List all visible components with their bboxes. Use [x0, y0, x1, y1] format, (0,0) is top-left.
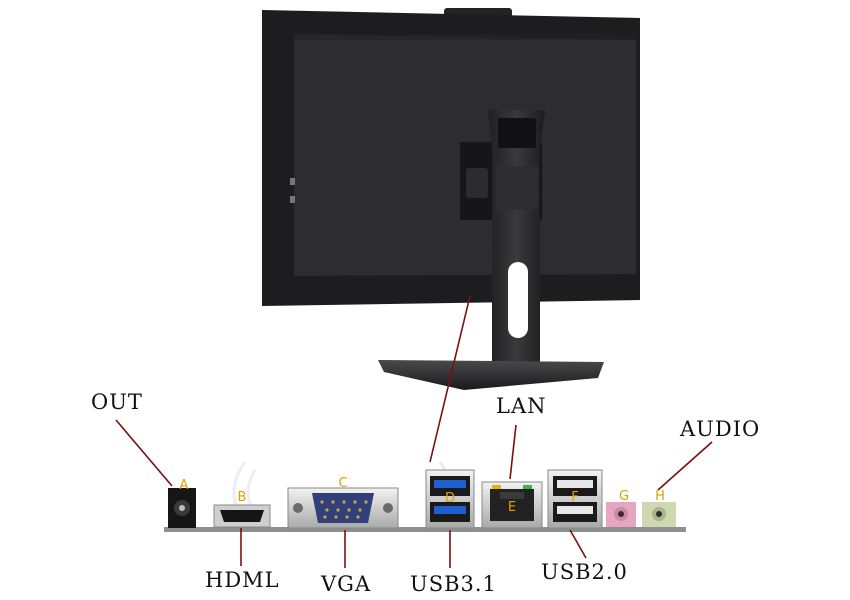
port-letter-b: B: [238, 490, 247, 505]
port-letter-h: H: [655, 489, 665, 504]
cable-slot: [508, 262, 528, 338]
leader-line-usb-to-monitor: [429, 295, 471, 463]
port-a-dc-out: [168, 488, 196, 528]
port-c-vga: [287, 487, 399, 529]
label-hdml: HDML: [205, 568, 280, 592]
port-f-usb20: [547, 469, 603, 529]
port-e-lan: [481, 481, 543, 529]
port-letter-d: D: [445, 491, 455, 506]
label-out: OUT: [91, 390, 143, 414]
label-vga: VGA: [321, 572, 372, 596]
label-usb20: USB2.0: [541, 560, 628, 584]
label-lan: LAN: [496, 394, 547, 418]
leader-line-out: [115, 419, 173, 487]
port-h-audio-out: [642, 502, 676, 527]
port-letter-g: G: [619, 489, 629, 504]
label-usb31: USB3.1: [410, 572, 497, 596]
io-plate: [164, 527, 686, 532]
port-letter-e: E: [508, 500, 516, 515]
side-button-icon: [290, 178, 295, 185]
monitor-rear-view: [262, 8, 640, 390]
port-letter-f: F: [571, 490, 578, 505]
side-button-icon: [290, 196, 295, 203]
stand-base: [378, 360, 604, 390]
port-letter-c: C: [338, 476, 347, 491]
leader-lines: [115, 295, 713, 568]
port-d-usb31: [425, 469, 475, 529]
port-g-audio-in: [606, 502, 636, 527]
port-b-hdmi: [213, 504, 271, 528]
port-panel: [164, 461, 686, 532]
leader-line-audio: [657, 441, 713, 491]
label-audio: AUDIO: [680, 417, 761, 441]
leader-line-usb20: [569, 529, 587, 559]
leader-line-lan: [509, 424, 517, 480]
port-letter-a: A: [180, 478, 189, 493]
